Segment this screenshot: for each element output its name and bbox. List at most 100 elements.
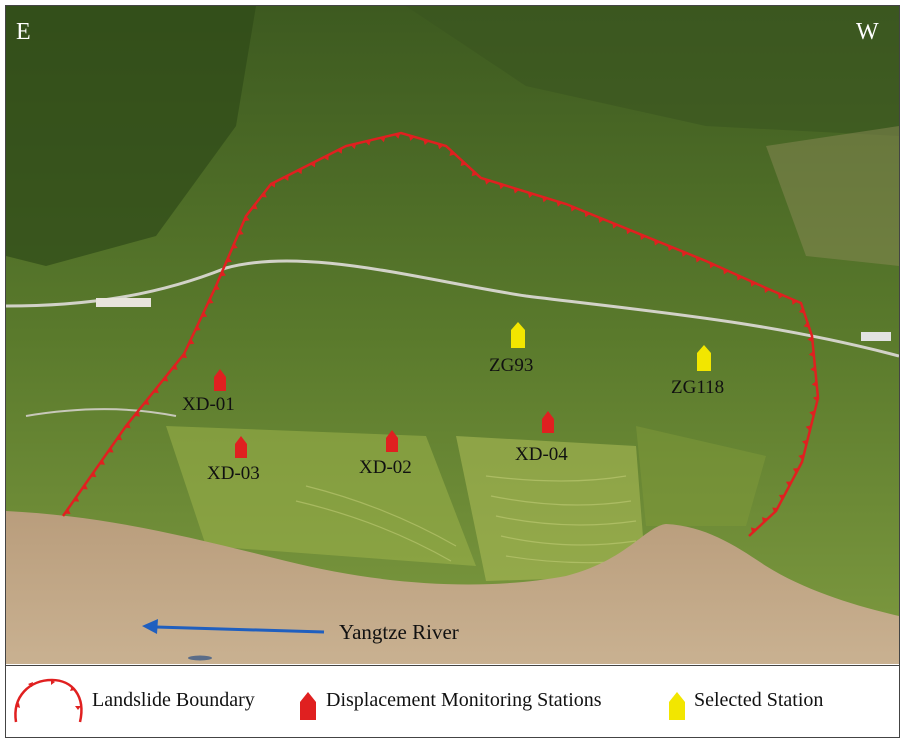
- boundary-tick: [460, 160, 467, 167]
- selected-marker: [511, 322, 525, 348]
- boundary-tick: [153, 387, 159, 394]
- boundary-tick: [736, 274, 743, 281]
- boundary-tick: [778, 494, 785, 500]
- boundary-tick: [499, 183, 505, 190]
- boundary-tick: [124, 422, 131, 429]
- river-flow-arrow: [142, 619, 325, 634]
- boundary-tick: [237, 229, 244, 235]
- yangtze-river-water: [6, 511, 899, 664]
- station-label-zg118: ZG118: [671, 377, 725, 398]
- legend-selected-symbol: [669, 692, 685, 720]
- legend-boundary-symbol: [14, 678, 83, 723]
- boundary-tick: [188, 338, 195, 345]
- boundary-tick: [423, 139, 430, 146]
- boundary-tick: [598, 217, 604, 223]
- boundary-tick: [296, 168, 303, 175]
- legend-boundary-label: Landslide Boundary: [92, 689, 255, 711]
- boundary-tick: [64, 508, 71, 514]
- boundary-tick: [750, 281, 757, 287]
- building: [861, 332, 891, 341]
- boundary-tick: [226, 257, 232, 263]
- river-label: Yangtze River: [339, 620, 459, 644]
- legend-displacement-label: Displacement Monitoring Stations: [326, 689, 602, 711]
- boundary-tick: [667, 245, 674, 252]
- boundary-tick: [408, 135, 415, 141]
- boundary-tick: [805, 425, 812, 431]
- displacement-marker: [542, 411, 554, 433]
- boundary-tick: [116, 434, 123, 441]
- boundary-tick: [90, 471, 97, 478]
- boundary-tick: [556, 201, 563, 207]
- boundary-tick: [792, 468, 799, 474]
- boundary-tick: [220, 270, 226, 277]
- boundary-tick: [584, 211, 591, 218]
- boundary-tick: [437, 143, 444, 150]
- boundary-tick: [365, 140, 372, 146]
- boundary-tick: [626, 228, 632, 235]
- station-label-zg93: ZG93: [489, 355, 534, 376]
- boundary-tick: [640, 234, 646, 240]
- displacement-marker: [386, 430, 398, 452]
- boundary-tick: [761, 517, 768, 523]
- boundary-tick: [612, 222, 618, 229]
- boundary-tick: [484, 179, 491, 185]
- boundary-tick: [513, 187, 520, 194]
- boundary-tick: [251, 203, 258, 210]
- selected-marker: [697, 345, 711, 371]
- boundary-tick: [394, 133, 401, 139]
- boundary-tick: [310, 161, 316, 168]
- legend-selected-label: Selected Station: [694, 689, 824, 711]
- west-label: W: [856, 19, 879, 45]
- boundary-tick: [764, 287, 770, 294]
- boundary-tick: [808, 351, 815, 358]
- boundary-tick: [809, 410, 815, 417]
- boundary-tick: [283, 175, 289, 181]
- boundary-tick: [802, 439, 808, 446]
- station-label-xd-04: XD-04: [515, 444, 568, 465]
- boundary-tick: [811, 380, 817, 387]
- boundary-tick: [798, 307, 805, 314]
- boundary-tick: [194, 325, 201, 331]
- boundary-tick: [162, 376, 169, 382]
- displacement-marker: [235, 436, 247, 458]
- boundary-tick: [812, 395, 819, 402]
- boundary-tick: [810, 366, 816, 373]
- boundary-tick: [654, 239, 660, 246]
- boundary-tick: [73, 496, 80, 502]
- boundary-tick: [449, 150, 456, 156]
- boundary-tick: [143, 399, 150, 405]
- boundary-tick: [750, 527, 757, 534]
- boundary-tick: [803, 321, 810, 328]
- east-label: E: [16, 19, 31, 45]
- station-label-xd-01: XD-01: [182, 394, 235, 415]
- boundary-tick: [107, 447, 114, 453]
- boundary-tick: [201, 311, 208, 318]
- boundary-tick: [772, 507, 779, 513]
- boundary-tick: [231, 243, 238, 249]
- boundary-tick: [336, 147, 343, 154]
- boundary-tick: [207, 298, 214, 304]
- boundary-tick: [243, 215, 250, 222]
- boundary-tick: [171, 364, 178, 370]
- boundary-tick: [542, 196, 548, 203]
- boundary-tick: [570, 205, 577, 212]
- figure-frame: E W XD-01 XD-03 XD-02 XD-04 ZG93 ZG118 Y…: [5, 5, 900, 738]
- boundary-tick: [379, 136, 386, 143]
- boundary-tick: [798, 454, 804, 461]
- boat: [188, 655, 212, 661]
- road: [6, 259, 899, 358]
- boundary-tick: [778, 293, 784, 299]
- boundary-tick: [323, 154, 329, 161]
- boundary-tick: [471, 170, 478, 177]
- boundary-tick: [99, 459, 105, 465]
- landslide-boundary: [61, 131, 820, 537]
- boundary-tick: [709, 262, 715, 269]
- boundary-tick: [807, 336, 813, 343]
- station-label-xd-03: XD-03: [207, 463, 260, 484]
- legend-displacement-symbol: [300, 692, 316, 720]
- boundary-tick: [723, 268, 729, 275]
- boundary-tick: [269, 181, 276, 188]
- building: [96, 298, 151, 307]
- boundary-tick: [681, 251, 688, 257]
- station-label-xd-02: XD-02: [359, 457, 412, 478]
